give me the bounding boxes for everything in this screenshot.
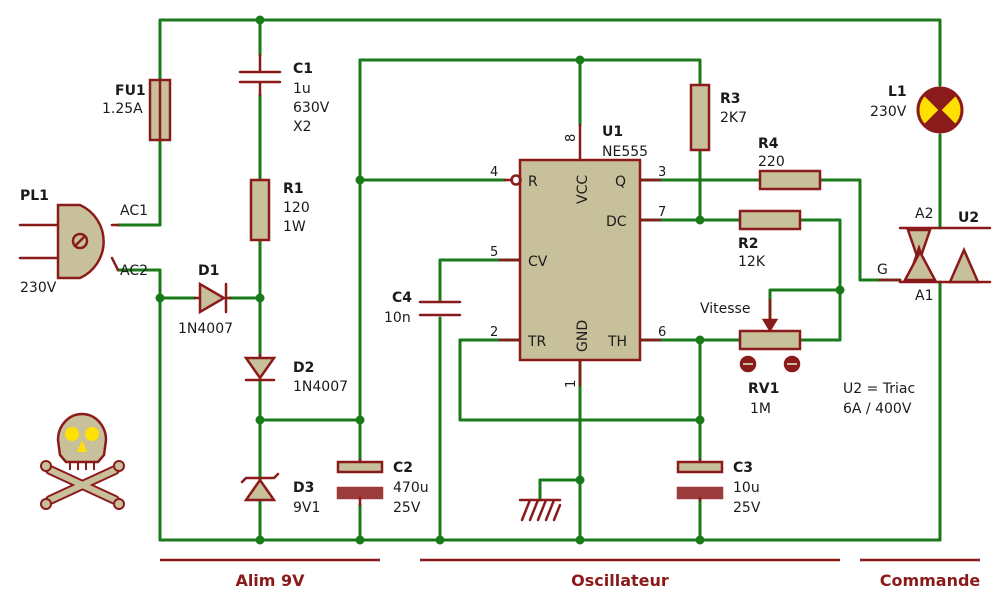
- d3-value: 9V1: [293, 500, 320, 516]
- capacitor-c4: C4 10n: [384, 290, 462, 326]
- diode-d2: D2 1N4007: [243, 353, 348, 395]
- section-alim: Alim 9V: [235, 571, 305, 590]
- u1-pin-num-6: 6: [658, 325, 666, 340]
- capacitor-c1: C1 1u 630V X2: [238, 53, 330, 135]
- u1-pin-gnd: GND: [575, 320, 591, 352]
- u1-pin-num-1: 1: [564, 380, 579, 388]
- c1-voltage: 630V: [293, 100, 330, 116]
- zener-d3: D3 9V1: [240, 472, 320, 516]
- ground-icon: [518, 498, 562, 522]
- c3-voltage: 25V: [733, 500, 761, 516]
- u1-pin-num-8: 8: [564, 134, 579, 142]
- section-oscillateur: Oscillateur: [571, 571, 669, 590]
- capacitor-c2: C2 470u 25V: [336, 458, 429, 516]
- u1-pin-tr: TR: [527, 334, 547, 350]
- c2-ref: C2: [393, 460, 413, 476]
- d3-ref: D3: [293, 480, 314, 496]
- resistor-r4: R4 220: [758, 136, 822, 191]
- r4-value: 220: [758, 154, 785, 170]
- c3-value: 10u: [733, 480, 760, 496]
- pl1-value: 230V: [20, 280, 57, 296]
- r1-power: 1W: [283, 219, 306, 235]
- wires: [116, 18, 942, 542]
- rv1-value: 1M: [750, 401, 771, 417]
- pl1-pin-ac2: AC2: [120, 263, 148, 279]
- d2-ref: D2: [293, 360, 314, 376]
- pl1-ref: PL1: [20, 188, 49, 204]
- section-labels: Alim 9V Oscillateur Commande: [160, 558, 981, 590]
- r4-ref: R4: [758, 136, 779, 152]
- c1-value: 1u: [293, 81, 311, 97]
- u1-pin-num-4: 4: [490, 165, 498, 180]
- d1-ref: D1: [198, 263, 219, 279]
- section-commande: Commande: [880, 571, 981, 590]
- u1-ref: U1: [602, 124, 623, 140]
- u2-ref: U2: [958, 210, 979, 226]
- resistor-r2: R2 12K: [738, 209, 802, 270]
- d1-value: 1N4007: [178, 321, 233, 337]
- potentiometer-rv1: Vitesse RV1 1M: [700, 298, 802, 417]
- diode-d1: D1 1N4007: [178, 263, 233, 337]
- lamp-l1: L1 230V: [870, 84, 964, 134]
- d2-value: 1N4007: [293, 379, 348, 395]
- c1-class: X2: [293, 119, 312, 135]
- u1-value: NE555: [602, 144, 648, 160]
- c3-ref: C3: [733, 460, 753, 476]
- u2-pin-a1: A1: [915, 288, 933, 304]
- u1-pin-th: TH: [607, 334, 627, 350]
- l1-value: 230V: [870, 104, 907, 120]
- u1-pin-q: Q: [615, 174, 626, 190]
- rv1-ref: RV1: [748, 381, 779, 397]
- u2-pin-a2: A2: [915, 206, 933, 222]
- u1-pin-vcc: VCC: [575, 175, 591, 204]
- r3-value: 2K7: [720, 110, 747, 126]
- rv1-label: Vitesse: [700, 301, 750, 317]
- c2-value: 470u: [393, 480, 429, 496]
- c1-ref: C1: [293, 61, 313, 77]
- r2-ref: R2: [738, 236, 759, 252]
- u1-pin-cv: CV: [528, 254, 548, 270]
- plug-pl1: PL1 230V AC1 AC2: [18, 188, 148, 296]
- u2-note-rating: 6A / 400V: [843, 401, 912, 417]
- fuse-fu1: FU1 1.25A: [102, 78, 172, 142]
- triac-u2: A2 A1 G U2 U2 = Triac 6A / 400V: [843, 206, 992, 417]
- u1-pin-num-7: 7: [658, 205, 666, 220]
- u2-note-type: U2 = Triac: [843, 381, 915, 397]
- u1-pin-num-2: 2: [490, 325, 498, 340]
- u2-pin-g: G: [877, 262, 888, 278]
- l1-ref: L1: [888, 84, 907, 100]
- c2-voltage: 25V: [393, 500, 421, 516]
- u1-pin-num-3: 3: [658, 165, 666, 180]
- pl1-pin-ac1: AC1: [120, 203, 148, 219]
- r2-value: 12K: [738, 254, 766, 270]
- c4-ref: C4: [392, 290, 412, 306]
- fu1-value: 1.25A: [102, 101, 143, 117]
- skull-icon: [40, 412, 125, 510]
- r3-ref: R3: [720, 91, 741, 107]
- u1-pin-r: R: [528, 174, 538, 190]
- r1-ref: R1: [283, 181, 304, 197]
- u1-pin-num-5: 5: [490, 245, 498, 260]
- c4-value: 10n: [384, 310, 411, 326]
- resistor-r3: R3 2K7: [689, 83, 747, 152]
- ic-u1-ne555: R CV TR Q DC TH VCC GND 4 5 2 3 7 6 8 1 …: [490, 123, 666, 388]
- fu1-ref: FU1: [115, 83, 146, 99]
- capacitor-c3: C3 10u 25V: [676, 458, 761, 516]
- resistor-r1: R1 120 1W: [249, 178, 310, 242]
- junction-dots: [155, 15, 845, 545]
- u1-pin-dc: DC: [606, 214, 627, 230]
- r1-value: 120: [283, 200, 310, 216]
